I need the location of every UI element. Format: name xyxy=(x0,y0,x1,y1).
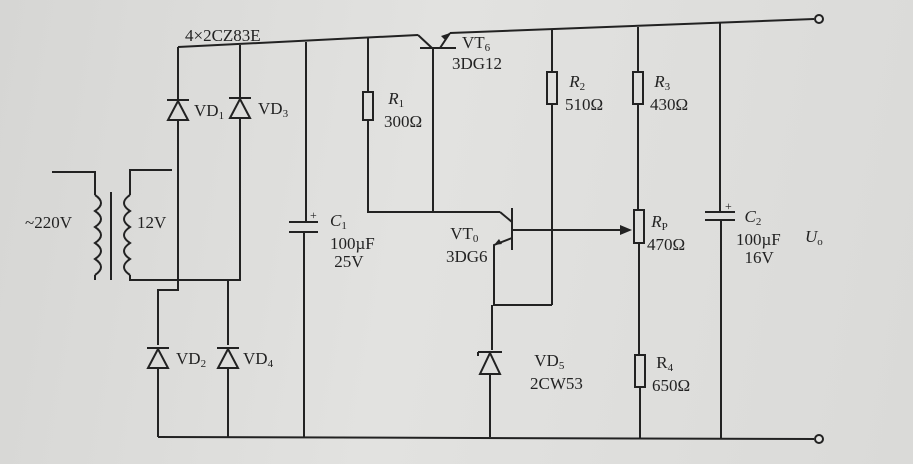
input-voltage-label: ~220V xyxy=(25,213,72,232)
output-terminal-positive xyxy=(814,14,824,24)
output-terminal-negative xyxy=(814,434,824,444)
bridge-label: 4×2CZ83E xyxy=(185,26,261,45)
svg-text:+: + xyxy=(310,208,317,222)
transformer xyxy=(52,169,235,281)
resistor-r1-symbol xyxy=(362,38,500,213)
transistor-vt6-symbol xyxy=(417,32,456,212)
svg-text:+: + xyxy=(725,199,732,213)
secondary-voltage-label: 12V xyxy=(137,213,167,232)
diode-vd2-symbol xyxy=(146,346,170,369)
diode-vd4-symbol xyxy=(216,346,240,369)
vt6-label: VT6 xyxy=(462,33,491,55)
capacitor-c1-symbol: + xyxy=(289,42,318,437)
vt6-value: 3DG12 xyxy=(452,54,503,73)
vd1-label: VD1 xyxy=(194,101,225,123)
transistor-vt0-symbol xyxy=(489,208,632,437)
resistor-divider-symbols xyxy=(632,27,646,438)
diode-vd3-symbol xyxy=(228,96,252,119)
output-rail xyxy=(449,18,815,34)
resistor-r2-symbol xyxy=(546,30,558,305)
output-voltage-label: Uo xyxy=(805,227,823,249)
diode-vd1-symbol xyxy=(166,98,190,121)
bottom-rail xyxy=(157,436,815,440)
capacitor-c2-symbol: + xyxy=(705,23,735,439)
top-rail xyxy=(177,34,419,48)
vd3-label: VD3 xyxy=(258,99,289,121)
zener-diode-vd5-symbol xyxy=(477,350,502,375)
vd2-label: VD2 xyxy=(176,349,207,371)
vd4-label: VD4 xyxy=(243,349,274,371)
